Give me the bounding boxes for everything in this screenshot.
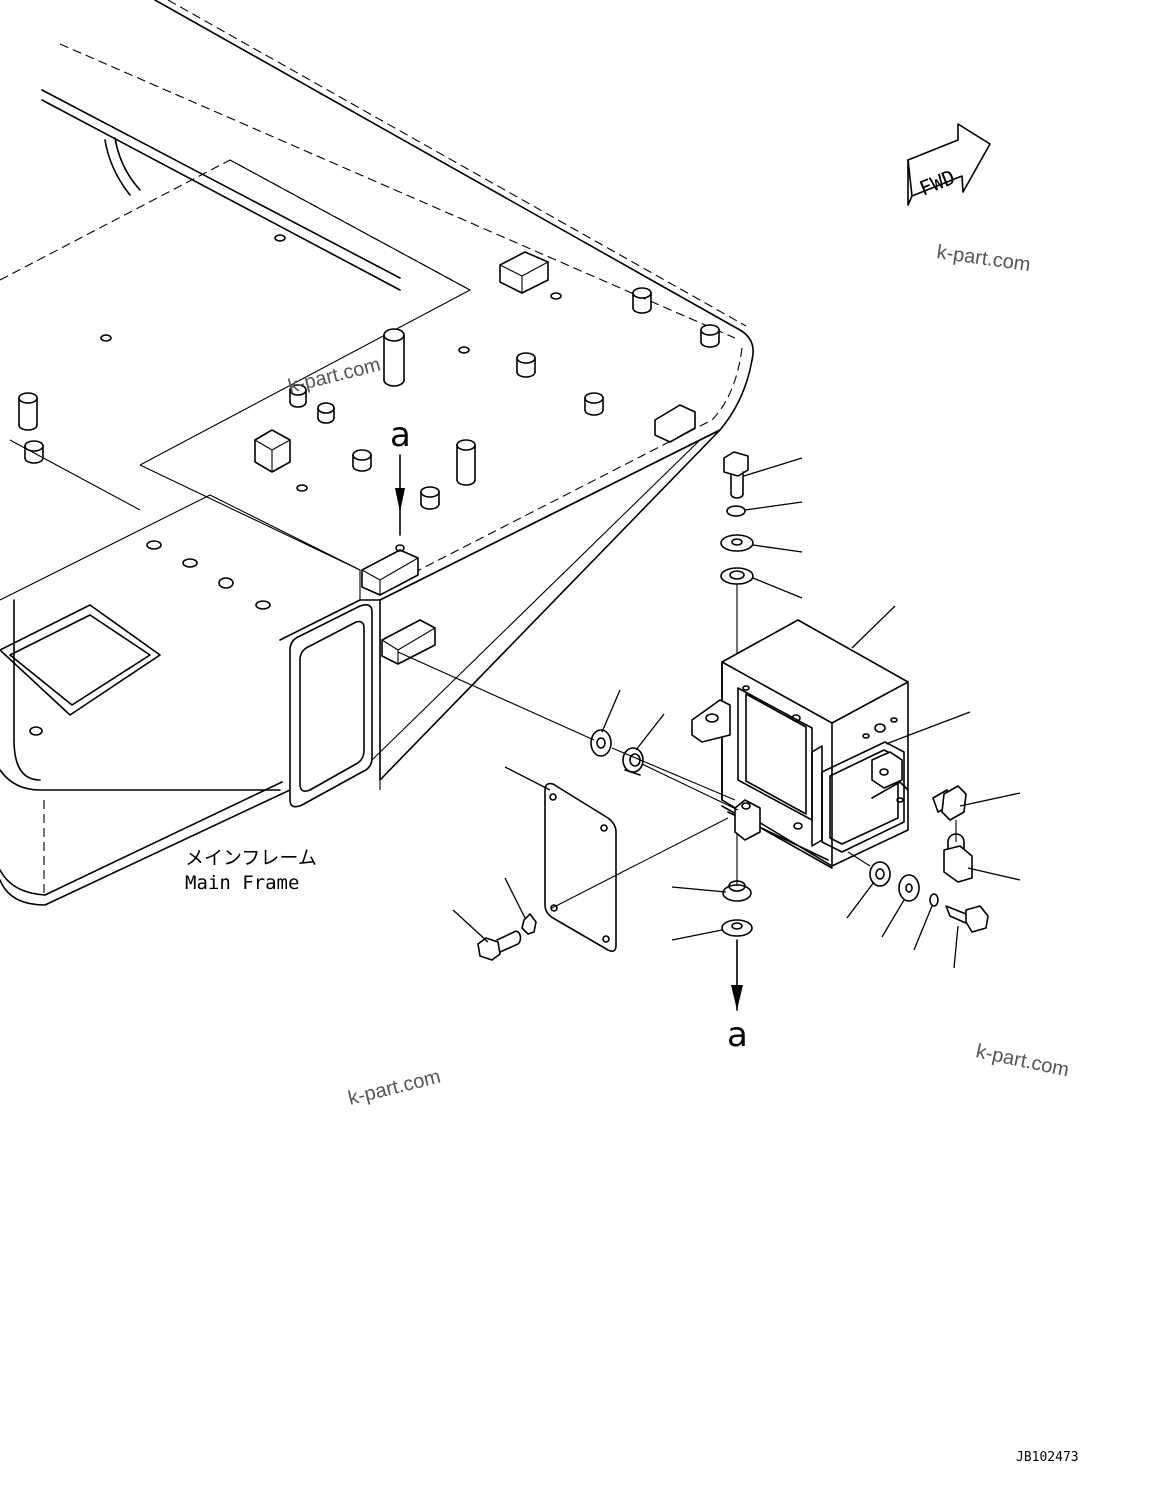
ref-arrow-bottom xyxy=(731,939,743,1011)
hex-bolt-right xyxy=(945,905,989,933)
grommet-2 xyxy=(622,747,644,776)
cover-plate xyxy=(544,782,617,952)
frame-label-en: Main Frame xyxy=(185,872,299,894)
collar-right xyxy=(869,861,891,887)
grommet-1 xyxy=(590,729,612,757)
lock-washer-cover xyxy=(521,913,537,935)
ref-label-top: a xyxy=(390,415,411,455)
fwd-arrow-icon: FWD xyxy=(907,123,991,206)
watermark: k-part.com xyxy=(346,1066,443,1110)
main-frame xyxy=(0,0,754,906)
watermark: k-part.com xyxy=(974,1040,1071,1081)
washer-right xyxy=(898,874,920,902)
spring-washer-right xyxy=(929,893,939,907)
watermark: k-part.com xyxy=(286,354,383,398)
leader-lines xyxy=(452,457,1021,969)
rubber-mount-top xyxy=(720,567,754,585)
ref-arrow-top xyxy=(395,454,405,536)
exploded-assembly xyxy=(397,451,989,961)
watermark: k-part.com xyxy=(935,241,1032,276)
key-switch xyxy=(932,785,967,821)
spring-washer xyxy=(726,505,746,517)
switch-box xyxy=(691,619,909,869)
washer-bottom xyxy=(721,919,753,937)
hex-bolt-top xyxy=(723,451,749,499)
hex-bolt-cover xyxy=(477,930,522,961)
frame-label-jp: メインフレーム xyxy=(185,847,317,869)
drawing-code: JB102473 xyxy=(1016,1450,1079,1465)
rubber-mount-bottom xyxy=(722,880,752,902)
flat-washer-top xyxy=(720,534,754,552)
padlock xyxy=(943,833,973,883)
ref-label-bottom: a xyxy=(727,1015,748,1055)
